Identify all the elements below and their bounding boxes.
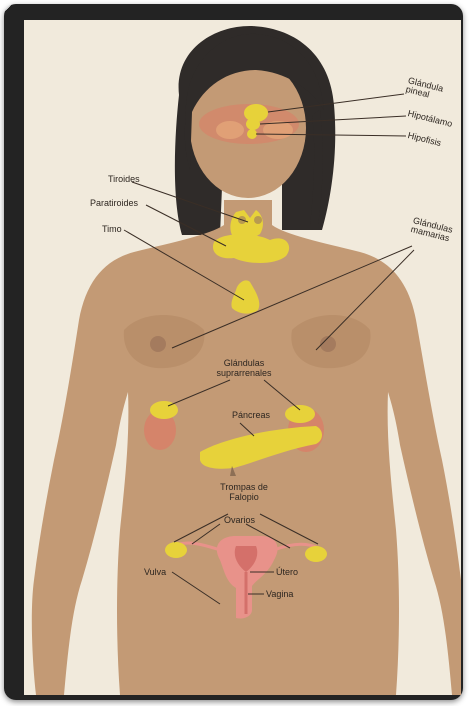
label-ovarios: Ovarios xyxy=(224,515,255,525)
device-frame: Glándula pineal Hipotálamo Hipofisis Tir… xyxy=(4,4,463,700)
label-vulva: Vulva xyxy=(144,567,166,577)
nipple-left xyxy=(150,336,166,352)
label-paratiroides: Paratiroides xyxy=(90,198,138,208)
ovary-left xyxy=(165,542,187,558)
label-vagina: Vagina xyxy=(266,589,293,599)
label-timo: Timo xyxy=(102,224,122,234)
hypothalamus xyxy=(246,118,260,130)
pituitary xyxy=(247,129,257,139)
diagram-canvas: Glándula pineal Hipotálamo Hipofisis Tir… xyxy=(24,20,461,695)
label-pancreas: Páncreas xyxy=(232,410,270,420)
label-suprarrenales: Glándulas suprarrenales xyxy=(204,358,284,378)
label-trompas: Trompas de Falopio xyxy=(210,482,278,502)
adrenal-right xyxy=(285,405,315,423)
label-tiroides: Tiroides xyxy=(108,174,140,184)
label-utero: Útero xyxy=(276,567,298,577)
ovary-right xyxy=(305,546,327,562)
